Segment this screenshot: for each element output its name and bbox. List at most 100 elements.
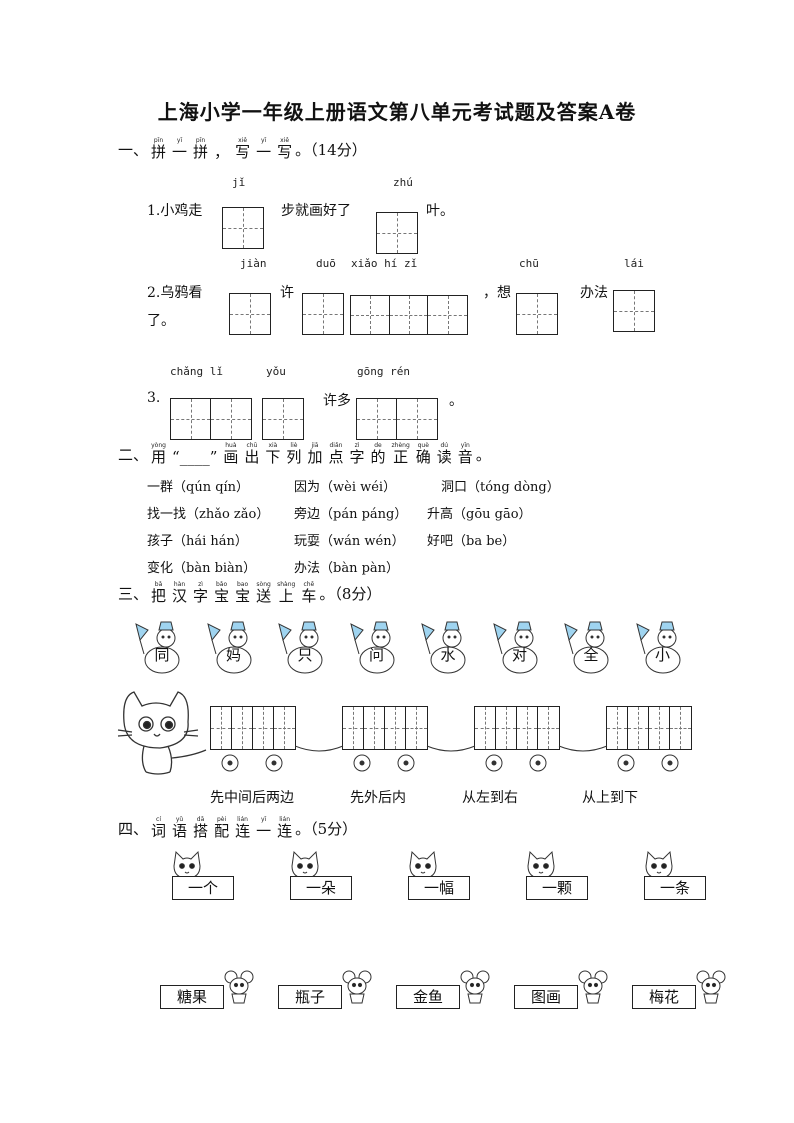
hanzi: 一 [256,822,272,840]
snowman-card[interactable]: 问 [349,620,397,674]
writing-grid[interactable] [376,212,418,254]
q1-text: 1.小鸡走 [147,203,203,219]
snowman-char: 妈 [225,646,241,664]
writing-grid[interactable] [356,398,438,440]
hanzi: 音 [457,448,473,466]
pinyin: zì [354,442,360,449]
snowman-icon [421,621,466,674]
q2-text: 2.乌鸦看 [147,285,203,301]
pinyin: jiā [311,442,319,449]
q2-text: 办法 [580,285,608,301]
mouse-holder [576,970,610,1008]
measure-word-card[interactable]: 一幅 [408,876,470,900]
pinyin: bǎo [215,581,228,588]
mouse-holder [222,970,256,1008]
writing-grid[interactable] [229,293,271,335]
train-car[interactable] [474,706,564,772]
pinyin: jiàn [240,257,267,270]
cat-icon [645,850,673,879]
pinyin: pīn [195,137,206,144]
snowman-card[interactable]: 水 [420,620,468,674]
snowman-icon [349,621,394,674]
snowman-card[interactable]: 同 [134,620,182,674]
pinyin: chǎng lǐ [170,365,223,378]
pinyin: huà [225,442,237,449]
mouse-icon [342,970,372,1004]
writing-grid[interactable] [302,293,344,335]
writing-grid[interactable] [210,706,296,750]
train-car[interactable] [210,706,300,772]
snowman-char: 全 [583,646,599,664]
snowman-card[interactable]: 全 [563,620,611,674]
noun-card[interactable]: 图画 [514,985,578,1009]
train-car[interactable] [606,706,696,772]
measure-word-card[interactable]: 一个 [172,876,234,900]
writing-grid[interactable] [516,293,558,335]
cat-holder [406,850,440,884]
page-title: 上海小学一年级上册语文第八单元考试题及答案A卷 [157,100,637,124]
writing-grid[interactable] [342,706,428,750]
mouse-icon [578,970,608,1004]
measure-word-card[interactable]: 一条 [644,876,706,900]
pinyin: diǎn [329,442,343,449]
reading-item: 旁边（pán páng） [294,507,408,522]
measure-word-card[interactable]: 一颗 [526,876,588,900]
pinyin: sòng [256,581,271,588]
reading-item: 玩耍（wán wén） [294,534,405,549]
q3-text: 。 [449,393,463,409]
mouse-holder [458,970,492,1008]
snowman-card[interactable]: 对 [492,620,540,674]
cat-icon [173,850,201,879]
writing-grid[interactable] [262,398,304,440]
q2-text: 许 [280,285,294,301]
writing-grid[interactable] [613,290,655,332]
hanzi: 列 [286,448,302,466]
hanzi: 宝 [214,587,230,605]
wheel-icon [221,754,283,772]
snowman-card[interactable]: 小 [635,620,683,674]
writing-grid[interactable] [474,706,560,750]
cat-holder [524,850,558,884]
pinyin: yī [260,816,267,823]
reading-item: 办法（bàn pàn） [294,561,400,576]
pinyin: lián [279,816,291,823]
hanzi: 配 [214,822,230,840]
pinyin: chū [246,442,258,449]
pinyin: hàn [173,581,186,588]
writing-grid[interactable] [222,207,264,249]
noun-card[interactable]: 梅花 [632,985,696,1009]
q3-text: 许多 [323,393,351,409]
reading-item: 孩子（hái hán） [147,534,248,549]
mouse-icon [696,970,726,1004]
cat-icon [291,850,319,879]
train-car[interactable] [342,706,432,772]
pinyin: dā [196,816,205,823]
noun-card[interactable]: 糖果 [160,985,224,1009]
noun-card[interactable]: 瓶子 [278,985,342,1009]
pinyin: liè [290,442,298,449]
q1-text: 叶。 [426,203,454,219]
hanzi: 词 [151,822,167,840]
reading-item: 洞口（tóng dòng） [441,480,560,495]
pinyin: zhú [393,176,413,189]
writing-grid[interactable] [350,295,468,335]
noun-card[interactable]: 金鱼 [396,985,460,1009]
snowman-char: 水 [440,646,456,664]
writing-grid[interactable] [170,398,252,440]
measure-word-card[interactable]: 一朵 [290,876,352,900]
snowman-card[interactable]: 妈 [206,620,254,674]
q2-text: ，想 [483,285,511,301]
writing-grid[interactable] [606,706,692,750]
hanzi: 点 [328,448,344,466]
pinyin: xià [268,442,278,449]
snowman-card[interactable]: 只 [277,620,325,674]
